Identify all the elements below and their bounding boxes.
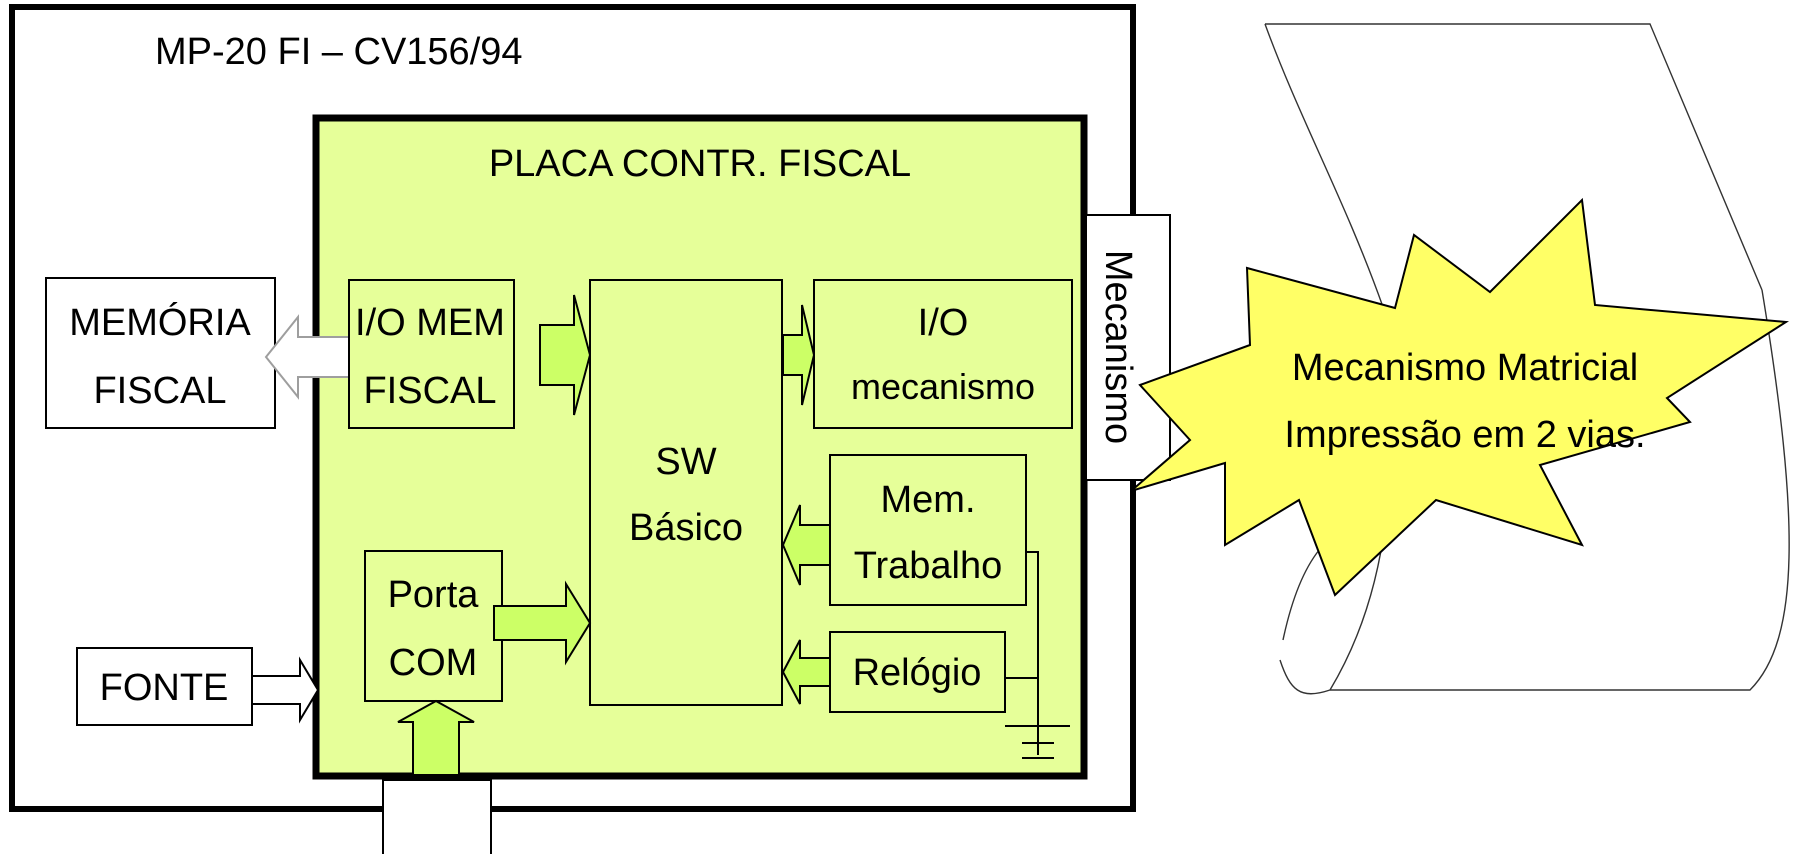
sw-basico-label-1: SW: [655, 441, 716, 483]
fonte-label: FONTE: [100, 667, 229, 709]
io-mecanismo-label-1: I/O: [918, 302, 969, 344]
com-cable: [382, 779, 492, 854]
board-title: PLACA CONTR. FISCAL: [489, 143, 911, 185]
ground-icon: [1005, 551, 1070, 759]
memoria-arrow-icon: [264, 314, 350, 400]
relogio-label: Relógio: [853, 652, 982, 694]
porta-com-to-sw-arrow-icon: [493, 580, 592, 666]
io-mem-fiscal-label-1: I/O MEM: [355, 302, 505, 344]
callout-line-1: Mecanismo Matricial: [1292, 347, 1638, 389]
memoria-fiscal-label-1: MEMÓRIA: [69, 301, 251, 344]
mem-trabalho-to-sw-arrow-icon: [781, 504, 831, 586]
io-mem-fiscal-block: [348, 279, 515, 429]
relogio-to-sw-arrow-icon: [781, 639, 831, 705]
sw-basico-block: [589, 279, 783, 706]
io-mem-to-sw-arrow-icon: [539, 294, 592, 416]
io-mem-fiscal-label-2: FISCAL: [363, 370, 496, 412]
porta-com-label-1: Porta: [388, 574, 480, 616]
control-board: [312, 114, 1088, 780]
sw-basico-label-2: Básico: [629, 507, 743, 549]
porta-com-label-2: COM: [389, 642, 478, 684]
mem-trabalho-label-2: Trabalho: [854, 545, 1003, 587]
memoria-fiscal-label-2: FISCAL: [93, 370, 226, 412]
cable-to-porta-com-arrow-icon: [397, 699, 475, 776]
sw-to-io-mecanismo-arrow-icon: [782, 304, 816, 406]
callout-starburst: [1130, 197, 1790, 597]
fonte-to-board-arrow-icon: [251, 656, 320, 724]
mem-trabalho-label-1: Mem.: [881, 479, 976, 521]
callout-line-2: Impressão em 2 vias.: [1284, 414, 1645, 456]
memoria-fiscal-block: [45, 277, 276, 429]
device-title: MP-20 FI – CV156/94: [155, 31, 523, 73]
io-mecanismo-block: [813, 279, 1073, 429]
mecanismo-connector-label: Mecanismo: [1097, 250, 1139, 444]
mecanismo-connector: [1085, 214, 1171, 481]
io-mecanismo-label-2: mecanismo: [851, 366, 1035, 407]
